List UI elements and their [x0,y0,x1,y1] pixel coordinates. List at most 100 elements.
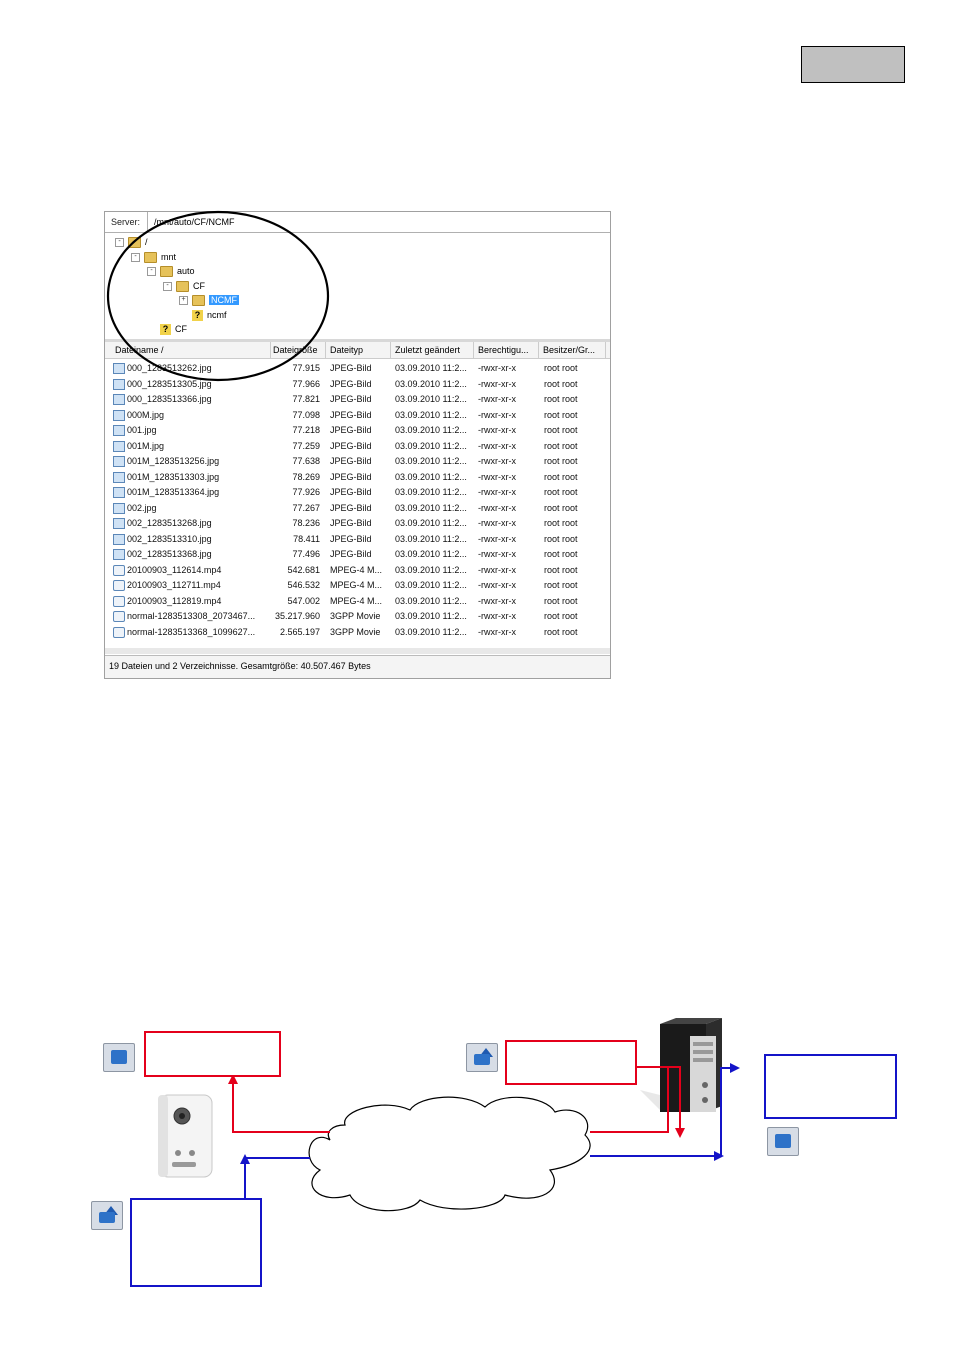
movie-file-icon [113,611,125,623]
column-divider[interactable] [473,342,474,358]
server-label-box [505,1040,637,1085]
tree-node[interactable]: ?CF [147,322,187,336]
folder-icon [160,266,173,278]
expander-icon[interactable]: - [131,252,140,262]
column-header[interactable]: Dateityp [330,345,364,355]
table-cell: root root [544,595,578,606]
upload-icon[interactable] [466,1043,498,1072]
movie-file-icon [113,580,125,592]
server-path-input[interactable]: /mnt/auto/CF/NCMF [147,212,608,231]
table-row[interactable]: 001M_1283513303.jpg 78.269 JPEG-Bild 03.09.… [105,470,610,486]
table-cell: 002_1283513368.jpg [113,549,212,561]
table-cell: 000_1283513262.jpg [113,363,212,375]
server-label: Server: [111,217,141,227]
table-cell: root root [544,502,578,513]
table-cell: 000_1283513366.jpg [113,394,212,406]
server-path-bar: Server: /mnt/auto/CF/NCMF [105,212,610,233]
tree-node[interactable]: - auto [147,264,195,278]
image-file-icon [113,549,125,561]
horizontal-scrollbar[interactable] [105,648,610,654]
upload-icon[interactable] [91,1201,123,1230]
column-header[interactable]: Dateigröße [273,345,318,355]
table-cell: MPEG-4 M... [330,564,383,575]
image-file-icon [113,363,125,375]
column-divider[interactable] [538,342,539,358]
tree-node[interactable]: -CF [163,279,205,293]
table-cell: root root [544,394,578,404]
table-cell: 78.236 [292,518,320,528]
expander-icon[interactable]: - [115,238,124,248]
column-divider[interactable] [390,342,391,358]
destination-label-box [764,1054,897,1119]
download-icon[interactable] [767,1127,799,1156]
column-divider[interactable] [325,342,326,358]
table-cell: 001M_1283513364.jpg [113,487,219,499]
tree-node[interactable]: ?ncmf [179,308,227,322]
tree-node[interactable]: -mnt [131,250,176,264]
table-cell: -rwxr-xr-x [478,363,516,373]
table-cell: JPEG-Bild [330,409,372,420]
table-cell: 3GPP Movie [330,611,381,621]
image-file-icon [113,440,125,452]
tree-node[interactable]: +NCMF [179,293,239,307]
expander-icon[interactable]: - [163,281,172,291]
expander-icon[interactable]: + [179,296,188,306]
table-cell: 001.jpg [113,425,157,437]
expander-icon[interactable]: - [147,267,156,277]
folder-icon [192,295,205,307]
tree-node-label: / [145,237,148,247]
table-cell: JPEG-Bild [330,471,372,482]
table-cell: 002.jpg [113,503,157,514]
image-file-icon [113,425,125,437]
column-header[interactable]: Zuletzt geändert [395,345,461,355]
table-cell: 001M_1283513303.jpg [113,472,219,483]
table-cell: -rwxr-xr-x [478,533,516,544]
table-cell: root root [544,409,578,420]
column-divider[interactable] [605,342,606,358]
table-cell: -rwxr-xr-x [478,409,516,420]
tree-node-label: auto [177,266,195,276]
upstream-connection [232,1066,681,1133]
red-arrow-up [228,1074,238,1084]
column-divider[interactable] [270,342,271,358]
table-cell: root root [544,425,578,435]
table-cell: JPEG-Bild [330,533,372,544]
download-icon[interactable] [103,1043,135,1072]
table-cell: root root [544,549,578,559]
table-cell: normal-1283513368_1099627... [113,627,255,638]
table-cell: 546.532 [287,580,320,590]
file-manager-window: Server: /mnt/auto/CF/NCMF -/-mnt-auto-CF… [104,211,611,679]
column-header[interactable]: Berechtigu... [478,345,529,355]
table-cell: JPEG-Bild [330,425,372,435]
table-cell: 78.269 [292,471,320,482]
table-cell: 20100903_112819.mp4 [113,596,221,607]
table-cell: 03.09.2010 11:2... [395,471,467,482]
column-header[interactable]: Dateiname / [115,345,164,355]
table-cell: 03.09.2010 11:2... [395,626,467,637]
table-cell: root root [544,611,578,621]
column-header[interactable]: Besitzer/Gr... [543,345,596,355]
server-path-value: /mnt/auto/CF/NCMF [154,217,235,227]
table-cell: 000_1283513305.jpg [113,379,212,390]
table-cell: normal-1283513308_2073467... [113,611,255,623]
table-cell: JPEG-Bild [330,502,372,513]
table-cell: root root [544,363,578,373]
table-cell: 542.681 [287,564,320,575]
